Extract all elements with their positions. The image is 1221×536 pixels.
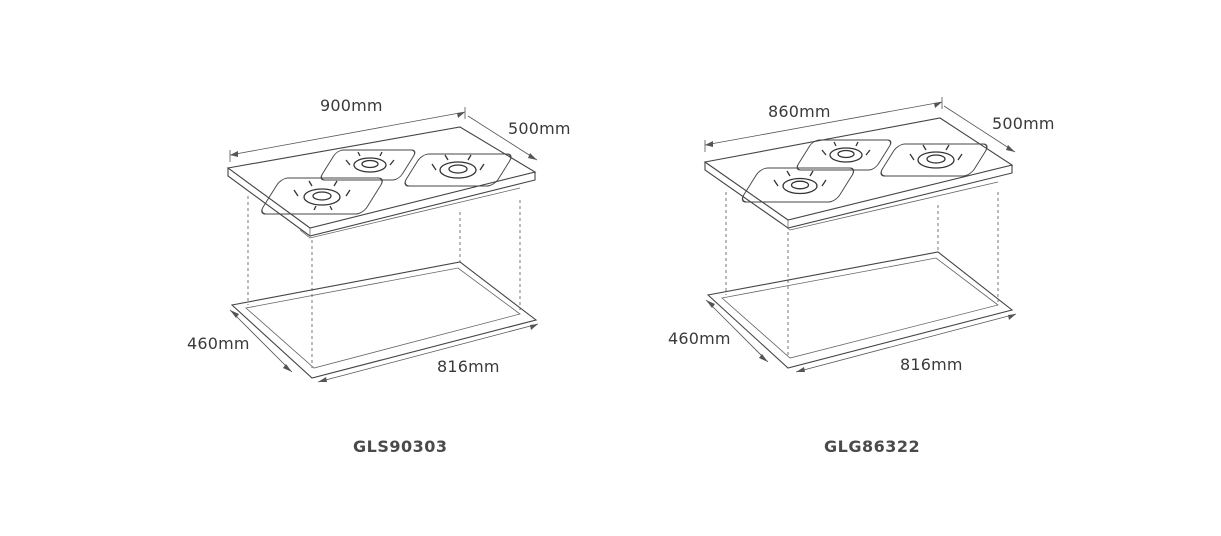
hob-drawing xyxy=(226,107,539,383)
cutout-outline xyxy=(230,261,538,379)
depth-dimension-line xyxy=(943,105,1016,153)
cutout-depth-label: 460mm xyxy=(668,329,731,348)
cutout-outline xyxy=(706,251,1014,369)
model-name: GLS90303 xyxy=(353,437,448,456)
projection-lines xyxy=(247,196,521,368)
width-dimension-line xyxy=(229,107,466,162)
burner-back-right xyxy=(880,143,988,177)
projection-lines xyxy=(725,192,999,358)
cutout-width-dimension xyxy=(317,323,539,383)
width-label: 900mm xyxy=(320,96,383,115)
cutout-depth-dimension xyxy=(705,299,769,363)
hob-top-plate xyxy=(226,126,537,239)
burner-front xyxy=(261,177,383,215)
cutout-depth-dimension xyxy=(229,309,293,373)
cutout-depth-label: 460mm xyxy=(187,334,250,353)
burner-back-left xyxy=(320,149,416,181)
hob-diagram-glg86322: 860mm 500mm 460mm 816mm GLG86322 xyxy=(560,0,1160,536)
cutout-width-label: 816mm xyxy=(900,355,963,374)
width-dimension-line xyxy=(704,97,943,152)
cutout-width-dimension xyxy=(795,313,1017,373)
hob-drawing xyxy=(703,97,1017,373)
cutout-width-label: 816mm xyxy=(437,357,500,376)
hob-diagram-gls90303: 900mm 500mm 460mm 816mm GLS90303 xyxy=(0,0,600,536)
width-label: 860mm xyxy=(768,102,831,121)
hob-top-plate xyxy=(703,117,1014,231)
depth-label: 500mm xyxy=(992,114,1055,133)
burner-back-left xyxy=(796,139,892,171)
depth-label: 500mm xyxy=(508,119,571,138)
model-name: GLG86322 xyxy=(824,437,921,456)
depth-dimension-line xyxy=(467,115,538,161)
burner-front xyxy=(741,167,855,203)
burner-back-right xyxy=(404,153,512,187)
